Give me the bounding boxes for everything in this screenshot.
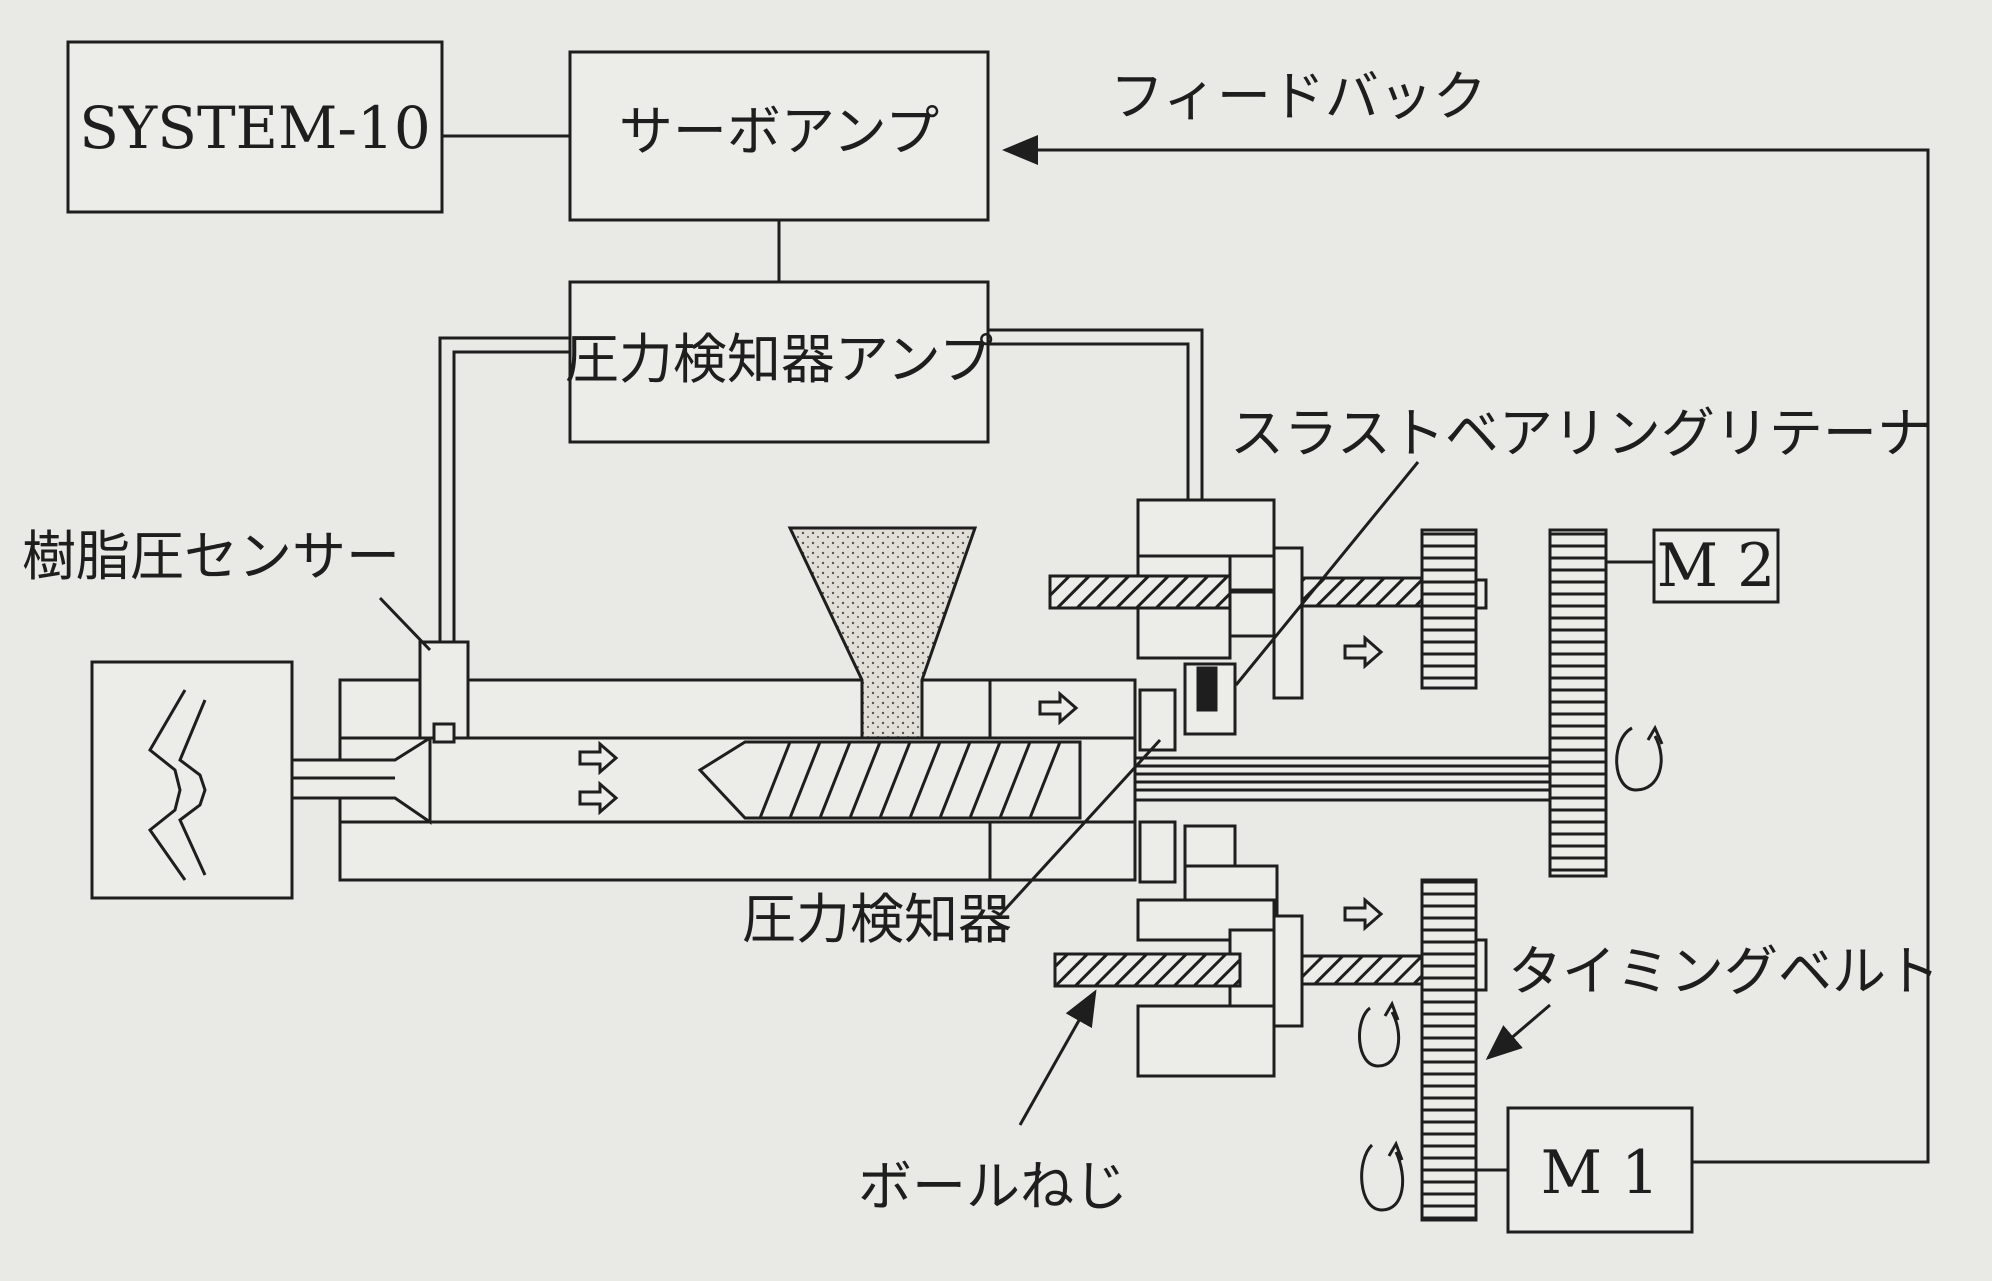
pressure-detector-label: 圧力検知器 xyxy=(742,888,1012,951)
servo-amp-block: サーボアンプ xyxy=(568,50,990,222)
bearing-assembly xyxy=(1136,498,1304,1078)
flow-arrow-icon xyxy=(1343,634,1384,670)
sensor-cable xyxy=(438,336,570,642)
feedback-line xyxy=(1002,135,1930,1164)
screw-shaft xyxy=(1133,756,1552,802)
main-screw-gear xyxy=(1548,528,1608,878)
lower-driven-gear xyxy=(1420,878,1488,1222)
ball-screw-pointer xyxy=(1018,989,1097,1126)
resin-pressure-sensor xyxy=(418,640,470,744)
motor-m2: M 2 xyxy=(1606,528,1780,604)
resin-sensor-label: 樹脂圧センサー xyxy=(22,525,400,588)
flow-arrow-icon xyxy=(578,780,619,816)
thrust-retainer-label: スラストベアリングリテーナ xyxy=(1230,402,1931,465)
motor-m2-label: M 2 xyxy=(1657,531,1776,601)
rotation-arrow-icon xyxy=(1358,1000,1401,1068)
pressure-amp-block: 圧力検知器アンプ xyxy=(565,280,993,444)
mold xyxy=(90,660,294,900)
feedback-label: フィードバック xyxy=(1110,65,1487,128)
motor-m1: M 1 xyxy=(1476,1106,1694,1234)
upper-driven-gear xyxy=(1420,528,1488,690)
sensor-pointer xyxy=(378,596,432,652)
motor-m1-label: M 1 xyxy=(1541,1138,1660,1208)
flow-arrow-icon xyxy=(1343,896,1384,932)
flow-arrow-icon xyxy=(578,740,619,776)
system10-label: SYSTEM-10 xyxy=(79,94,431,162)
thrust-retainer-pointer xyxy=(1234,461,1420,686)
detector-pointer xyxy=(998,738,1162,917)
timing-belt-label: タイミングベルト xyxy=(1508,940,1940,1003)
rotation-arrow-icon xyxy=(1360,1140,1405,1212)
screw xyxy=(697,740,1082,820)
flow-arrow-icon xyxy=(1038,690,1079,726)
system10-block: SYSTEM-10 xyxy=(66,40,444,214)
hopper xyxy=(787,526,978,740)
pressure-amp-label: 圧力検知器アンプ xyxy=(565,328,993,391)
servo-amp-label: サーボアンプ xyxy=(619,100,939,163)
rotation-arrow-icon xyxy=(1615,724,1664,792)
lower-ball-screw xyxy=(1053,952,1424,988)
ball-screw-label: ボールねじ xyxy=(858,1155,1128,1218)
timing-belt-pointer xyxy=(1485,1003,1551,1060)
upper-ball-screw xyxy=(1048,574,1424,610)
